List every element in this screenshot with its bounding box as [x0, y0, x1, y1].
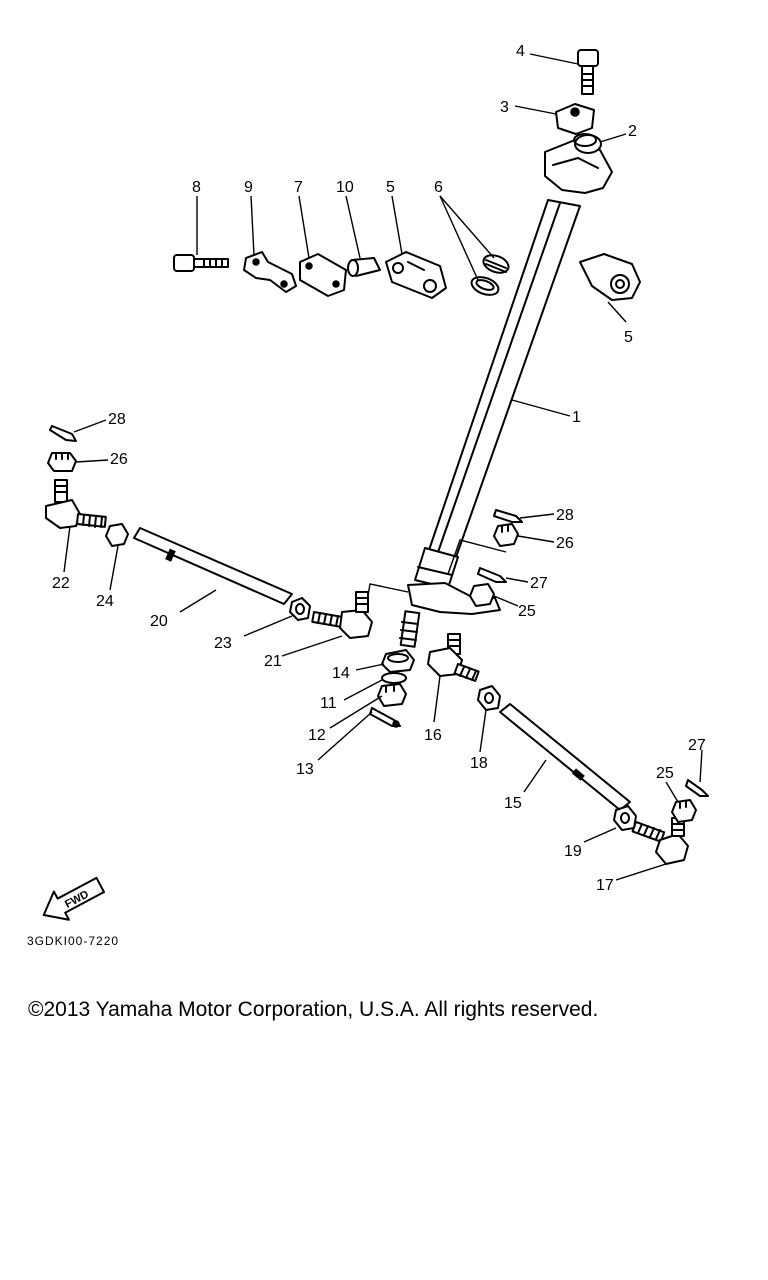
nut-part-12	[377, 683, 407, 707]
diagram-code: 3GDKI00-7220	[27, 934, 120, 948]
castle-nut-part-26-right	[493, 523, 519, 547]
bolt-part-4	[577, 49, 599, 95]
nut-part-23	[289, 597, 311, 621]
callout-7: 7	[294, 179, 303, 196]
washer-part-11	[381, 672, 407, 684]
leader-lines	[63, 53, 703, 881]
callout-labels: 1 2 3 4 5 5 6 7 8 9 10 11 12 13 14 15 16…	[52, 43, 706, 894]
nut-part-18	[477, 685, 501, 711]
tie-rod-end-part-17	[631, 817, 689, 865]
callout-3: 3	[500, 99, 509, 116]
castle-nut-part-25-lower	[671, 799, 697, 823]
lock-plate-part-9	[243, 251, 297, 293]
callout-16: 16	[424, 727, 442, 744]
holder-part-5-right	[579, 253, 641, 301]
bolt-part-8	[173, 254, 229, 272]
callout-11: 11	[320, 695, 337, 712]
callout-27-lower: 27	[688, 737, 706, 754]
nut-part-19	[613, 805, 637, 831]
callout-5-right: 5	[624, 329, 633, 346]
callout-4: 4	[516, 43, 525, 60]
callout-5-top: 5	[386, 179, 395, 196]
callout-28-left: 28	[108, 411, 126, 428]
callout-10: 10	[336, 179, 354, 196]
spacer-part-14	[381, 649, 415, 673]
tie-rod-end-part-22	[45, 479, 107, 529]
callout-17: 17	[596, 877, 614, 894]
cotter-pin-part-28-right	[493, 509, 523, 523]
callout-20: 20	[150, 613, 168, 630]
callout-8: 8	[192, 179, 201, 196]
cotter-pin-part-27-mid	[477, 567, 507, 583]
callout-14: 14	[332, 665, 350, 682]
tie-rod-end-part-16	[427, 633, 480, 682]
callout-18: 18	[470, 755, 488, 772]
callout-25-mid: 25	[518, 603, 536, 620]
plate-part-7	[299, 253, 347, 297]
callout-26-right: 26	[556, 535, 574, 552]
tie-rod-end-part-21	[311, 591, 373, 639]
callout-6: 6	[434, 179, 443, 196]
callout-27-mid: 27	[530, 575, 548, 592]
steering-shaft	[399, 139, 613, 648]
callout-25-lower: 25	[656, 765, 674, 782]
castle-nut-part-26-left	[47, 452, 77, 472]
callout-9: 9	[244, 179, 253, 196]
rings-part-6	[470, 254, 510, 296]
callout-12: 12	[308, 727, 326, 744]
tie-rod-part-20	[133, 527, 293, 605]
clamp-part-3	[555, 103, 595, 135]
assembly-bracket-lines	[367, 539, 507, 597]
tie-rod-part-15	[499, 703, 631, 811]
callout-15: 15	[504, 795, 522, 812]
holder-part-5-left	[385, 251, 447, 299]
copyright-notice: ©2013 Yamaha Motor Corporation, U.S.A. A…	[28, 998, 599, 1021]
cotter-pin-part-28-left	[49, 425, 77, 442]
callout-22: 22	[52, 575, 70, 592]
callout-21: 21	[264, 653, 282, 670]
callout-13: 13	[296, 761, 314, 778]
callout-24: 24	[96, 593, 114, 610]
collar-part-10	[347, 257, 381, 277]
fwd-arrow-icon: FWD	[42, 876, 106, 921]
callout-23: 23	[214, 635, 232, 652]
castle-nut-part-25-mid	[469, 583, 495, 607]
callout-2: 2	[628, 123, 637, 140]
nut-part-24	[105, 523, 129, 547]
bushing-part-2	[573, 133, 602, 154]
callout-28-right: 28	[556, 507, 574, 524]
callout-26-left: 26	[110, 451, 128, 468]
cotter-pin-part-27-lower	[685, 779, 709, 797]
cotter-pin-part-13	[369, 707, 401, 728]
callout-19: 19	[564, 843, 582, 860]
callout-1: 1	[572, 409, 581, 426]
